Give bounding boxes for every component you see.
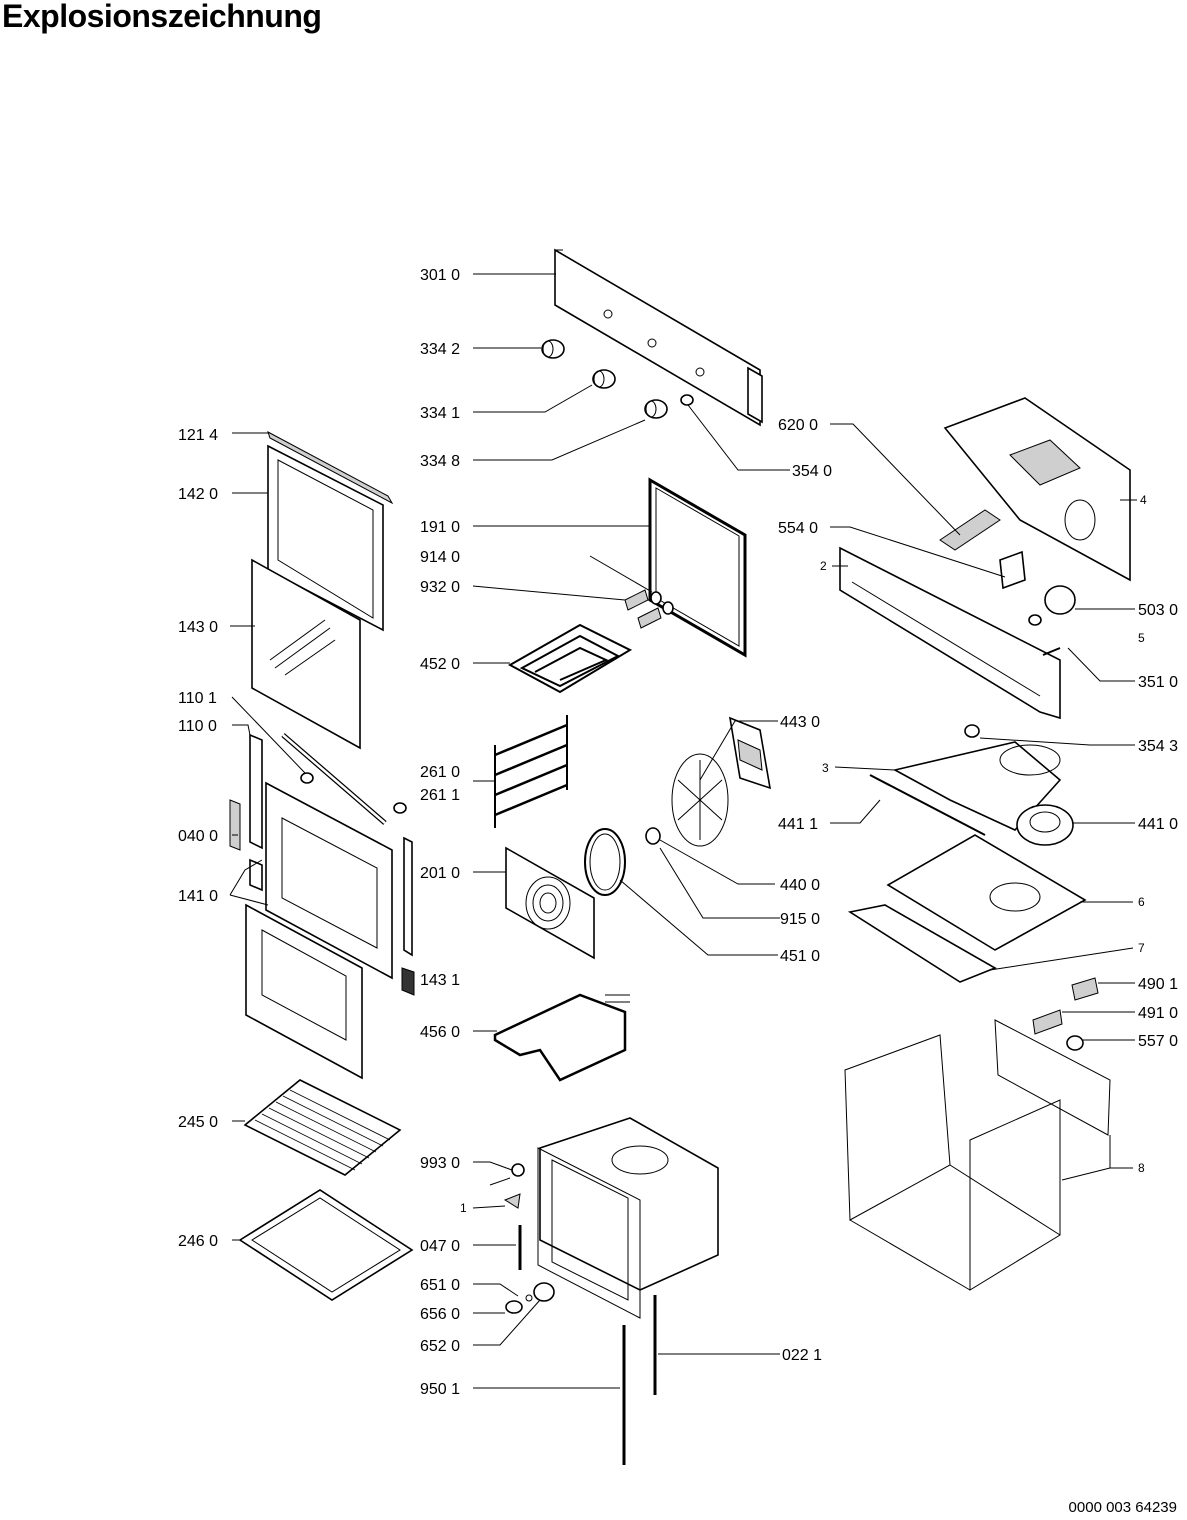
electrical-parts: [1032, 977, 1099, 1051]
label-0400: 040 0: [178, 828, 218, 845]
fan-blade-part: [671, 753, 729, 847]
label-3510: 351 0: [1138, 674, 1178, 691]
lamp-3540-part: [680, 394, 694, 406]
label-2010: 201 0: [420, 865, 460, 882]
label-4410: 441 0: [1138, 816, 1178, 833]
label-1420: 142 0: [178, 486, 218, 503]
fastener-part: [624, 589, 674, 629]
label-1101: 110 1: [178, 690, 217, 707]
label-1214: 121 4: [178, 427, 218, 444]
rail-bar-part: [839, 546, 1061, 720]
door-trim-part: [267, 430, 394, 505]
seal-strip-part: [622, 1295, 657, 1465]
knob-3341-part: [592, 369, 616, 389]
baking-tray-part: [238, 1189, 414, 1301]
label-2450: 245 0: [178, 1114, 218, 1131]
fan-cover-panel-part: [505, 846, 595, 960]
label-3341: 334 1: [420, 405, 460, 422]
knob-3543-part: [964, 724, 980, 738]
door-glass-part: [251, 558, 361, 750]
label-4430: 443 0: [780, 714, 820, 731]
label-0470: 047 0: [420, 1238, 460, 1255]
label-0221: 022 1: [782, 1347, 822, 1364]
part-labels: 301 0 334 2 334 1 334 8 354 0 620 0 121 …: [178, 267, 1178, 1398]
label-4520: 452 0: [420, 656, 460, 673]
label-9320: 932 0: [420, 579, 460, 596]
label-4510: 451 0: [780, 948, 820, 965]
label-5570: 557 0: [1138, 1033, 1178, 1050]
label-9140: 914 0: [420, 549, 460, 566]
label-6520: 652 0: [420, 1338, 460, 1355]
hinge-part: [229, 733, 263, 892]
oven-cavity-part: [537, 1117, 719, 1319]
wire-rack-part: [243, 1079, 402, 1176]
oven-gasket-part: [648, 477, 747, 658]
cooling-fan-part: [1016, 804, 1074, 846]
label-3543: 354 3: [1138, 738, 1178, 755]
door-side-strip-part: [401, 836, 415, 996]
label-4400: 440 0: [780, 877, 820, 894]
label-1430: 143 0: [178, 619, 218, 636]
label-9501: 950 1: [420, 1381, 460, 1398]
label-n7: 7: [1138, 941, 1145, 955]
label-3342: 334 2: [420, 341, 460, 358]
label-3010: 301 0: [420, 267, 460, 284]
label-9150: 915 0: [780, 911, 820, 928]
label-5030: 503 0: [1138, 602, 1178, 619]
bracket-part: [1042, 647, 1061, 656]
oven-frame-part: [844, 1019, 1111, 1291]
label-2460: 246 0: [178, 1233, 218, 1250]
door-outer-panel-part: [245, 781, 393, 1080]
hinge-rod-part: [281, 733, 407, 825]
knob-3348-part: [644, 399, 668, 419]
motor-part: [1028, 585, 1076, 626]
label-n6: 6: [1138, 895, 1145, 909]
base-plate-part: [847, 904, 997, 983]
label-3540: 354 0: [792, 463, 832, 480]
top-cover-part: [869, 741, 1062, 836]
label-n3: 3: [822, 761, 829, 775]
grill-heater-part: [507, 623, 633, 694]
fan-motor-part: [728, 716, 772, 790]
label-n2: 2: [820, 559, 827, 573]
label-4560: 456 0: [420, 1024, 460, 1041]
lamp-holder-part: [489, 1163, 555, 1314]
label-6200: 620 0: [778, 417, 818, 434]
document-number: 0000 003 64239: [1068, 1499, 1177, 1516]
label-6510: 651 0: [420, 1277, 460, 1294]
side-rack-part: [494, 715, 568, 828]
label-n8: 8: [1138, 1161, 1145, 1175]
top-plate-part: [886, 834, 1087, 951]
switch-part: [999, 550, 1026, 590]
label-4901: 490 1: [1138, 976, 1178, 993]
leader-lines: [229, 273, 1137, 1389]
housing-top-part: [943, 397, 1131, 582]
label-1410: 141 0: [178, 888, 218, 905]
label-n5: 5: [1138, 631, 1145, 645]
terminal-block-part: [939, 509, 1001, 551]
label-1431: 143 1: [420, 972, 460, 989]
label-4910: 491 0: [1138, 1005, 1178, 1022]
label-5540: 554 0: [778, 520, 818, 537]
label-3348: 334 8: [420, 453, 460, 470]
label-n1: 1: [460, 1201, 467, 1215]
knob-3342-part: [541, 339, 565, 359]
label-6560: 656 0: [420, 1306, 460, 1323]
label-1100: 110 0: [178, 718, 217, 735]
label-n4: 4: [1140, 493, 1147, 507]
control-panel-part: [554, 248, 763, 427]
lower-heater-part: [493, 993, 630, 1082]
label-2610: 261 0: [420, 764, 460, 781]
label-9930: 993 0: [420, 1155, 460, 1172]
page-title: Explosionszeichnung: [2, 0, 322, 34]
label-2611: 261 1: [420, 787, 460, 804]
label-4411: 441 1: [778, 816, 818, 833]
label-1910: 191 0: [420, 519, 460, 536]
nut-part: [645, 827, 661, 845]
ring-heater-part: [584, 828, 626, 896]
